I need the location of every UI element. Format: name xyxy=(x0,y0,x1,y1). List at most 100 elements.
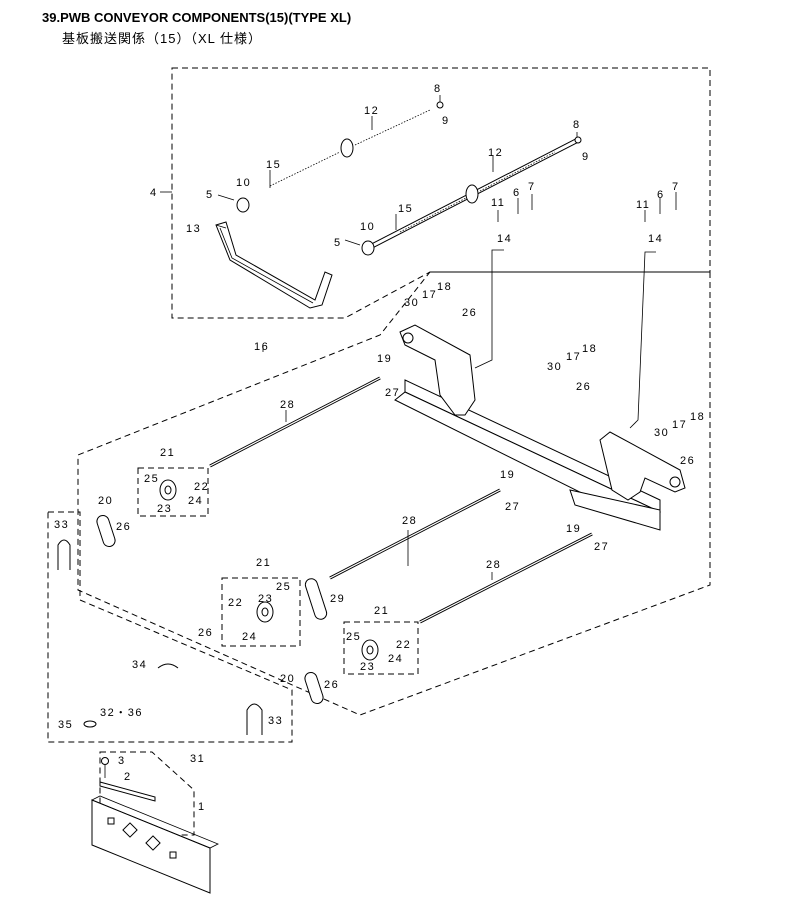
bearing-lower xyxy=(361,240,375,256)
callout-5-lower: 5 xyxy=(334,237,342,249)
frame-bracket-left xyxy=(399,324,476,416)
callout-9-lower: 9 xyxy=(582,151,590,163)
callout-12-lower: 12 xyxy=(488,147,503,159)
callout-18-b: 18 xyxy=(582,343,597,355)
callout-34: 34 xyxy=(132,659,147,671)
callout-17-c: 17 xyxy=(672,419,687,431)
callout-27-c: 27 xyxy=(594,541,609,553)
callout-24-b: 24 xyxy=(242,631,257,643)
callout-22-a: 22 xyxy=(194,481,209,493)
callout-1: 1 xyxy=(198,801,206,813)
bearing-upper xyxy=(236,197,250,213)
callout-20-b: 20 xyxy=(280,673,295,685)
round-belt-29 xyxy=(304,578,328,620)
callout-4: 4 xyxy=(150,187,158,199)
round-belt-20b xyxy=(304,671,324,705)
callout-23-b: 23 xyxy=(258,593,273,605)
callout-20-a: 20 xyxy=(98,495,113,507)
callout-29: 29 xyxy=(330,593,345,605)
ball-nut-lower xyxy=(465,184,479,204)
guide-clip-33b xyxy=(246,703,263,735)
group-outlines xyxy=(47,67,711,836)
callout-2: 2 xyxy=(124,771,132,783)
callout-15-lower: 15 xyxy=(398,203,413,215)
callout-19-a: 19 xyxy=(377,353,392,365)
callout-28-b: 28 xyxy=(402,515,417,527)
group-16-outline xyxy=(77,271,711,716)
leader-lines xyxy=(160,95,677,580)
callout-28-c: 28 xyxy=(486,559,501,571)
callout-32-36: 32・36 xyxy=(100,707,143,719)
round-belt-20a xyxy=(96,514,116,548)
ball-screw-assembly xyxy=(215,101,582,309)
callout-11-b: 11 xyxy=(636,199,650,211)
frame-bracket-right xyxy=(599,431,686,501)
callout-17-a: 17 xyxy=(422,289,437,301)
callout-14-b: 14 xyxy=(648,233,663,245)
callout-13: 13 xyxy=(186,223,201,235)
callout-8-lower: 8 xyxy=(573,119,581,131)
ball-screw-thread-lower xyxy=(399,151,556,233)
callout-12-upper: 12 xyxy=(364,105,379,117)
callout-labels: 4 8 9 12 15 10 5 13 8 9 12 15 10 5 11 6 … xyxy=(54,83,705,813)
callout-23-c: 23 xyxy=(360,661,375,673)
washer-35 xyxy=(83,720,97,728)
shafts xyxy=(209,376,593,624)
callout-18-a: 18 xyxy=(437,281,452,293)
page-subtitle: 基板搬送関係（15）（XL 仕様） xyxy=(62,31,262,46)
callout-21-a: 21 xyxy=(160,447,175,459)
callout-30-b: 30 xyxy=(547,361,562,373)
support-plate xyxy=(91,781,219,894)
callout-3: 3 xyxy=(118,755,126,767)
screw-3 xyxy=(101,757,109,765)
group-31-outline xyxy=(47,511,293,743)
callout-26-e: 26 xyxy=(198,627,213,639)
small-parts xyxy=(83,663,179,778)
callout-26-f: 26 xyxy=(324,679,339,691)
callout-24-c: 24 xyxy=(388,653,403,665)
group-21-outline-c xyxy=(343,621,419,675)
clip-34 xyxy=(157,663,179,669)
callout-16: 16 xyxy=(254,341,269,353)
callout-25-a: 25 xyxy=(144,473,159,485)
round-belts xyxy=(96,514,328,705)
ball-nut-upper xyxy=(340,138,354,158)
group-21-outline-b xyxy=(221,577,301,647)
callout-15-upper: 15 xyxy=(266,159,281,171)
callout-24-a: 24 xyxy=(188,495,203,507)
callout-28-a: 28 xyxy=(280,399,295,411)
rail-2 xyxy=(99,781,156,802)
conveyor-frame xyxy=(394,324,686,531)
callout-33-b: 33 xyxy=(268,715,283,727)
callout-22-c: 22 xyxy=(396,639,411,651)
callout-7-b: 7 xyxy=(672,181,680,193)
callout-7-a: 7 xyxy=(528,181,536,193)
callout-18-c: 18 xyxy=(690,411,705,423)
callout-9-upper: 9 xyxy=(442,115,450,127)
callout-23-a: 23 xyxy=(157,503,172,515)
callout-25-b: 25 xyxy=(276,581,291,593)
callout-26-a: 26 xyxy=(462,307,477,319)
ball-screw-thread-upper xyxy=(269,109,431,187)
callout-11-a: 11 xyxy=(491,197,505,209)
callout-22-b: 22 xyxy=(228,597,243,609)
callout-27-a: 27 xyxy=(385,387,400,399)
callout-8-upper: 8 xyxy=(434,83,442,95)
callout-26-d: 26 xyxy=(116,521,131,533)
callout-19-b: 19 xyxy=(500,469,515,481)
guide-clips xyxy=(57,539,263,735)
callout-6-a: 6 xyxy=(513,187,521,199)
callout-26-c: 26 xyxy=(680,455,695,467)
end-nut-upper xyxy=(436,101,444,109)
callout-30-a: 30 xyxy=(404,297,419,309)
callout-35: 35 xyxy=(58,719,73,731)
callout-33-a: 33 xyxy=(54,519,69,531)
callout-17-b: 17 xyxy=(566,351,581,363)
end-nut-lower xyxy=(574,136,582,144)
callout-10-upper: 10 xyxy=(236,177,251,189)
callout-21-c: 21 xyxy=(374,605,389,617)
timing-belt xyxy=(215,221,333,309)
callout-10-lower: 10 xyxy=(360,221,375,233)
callout-21-b: 21 xyxy=(256,557,271,569)
